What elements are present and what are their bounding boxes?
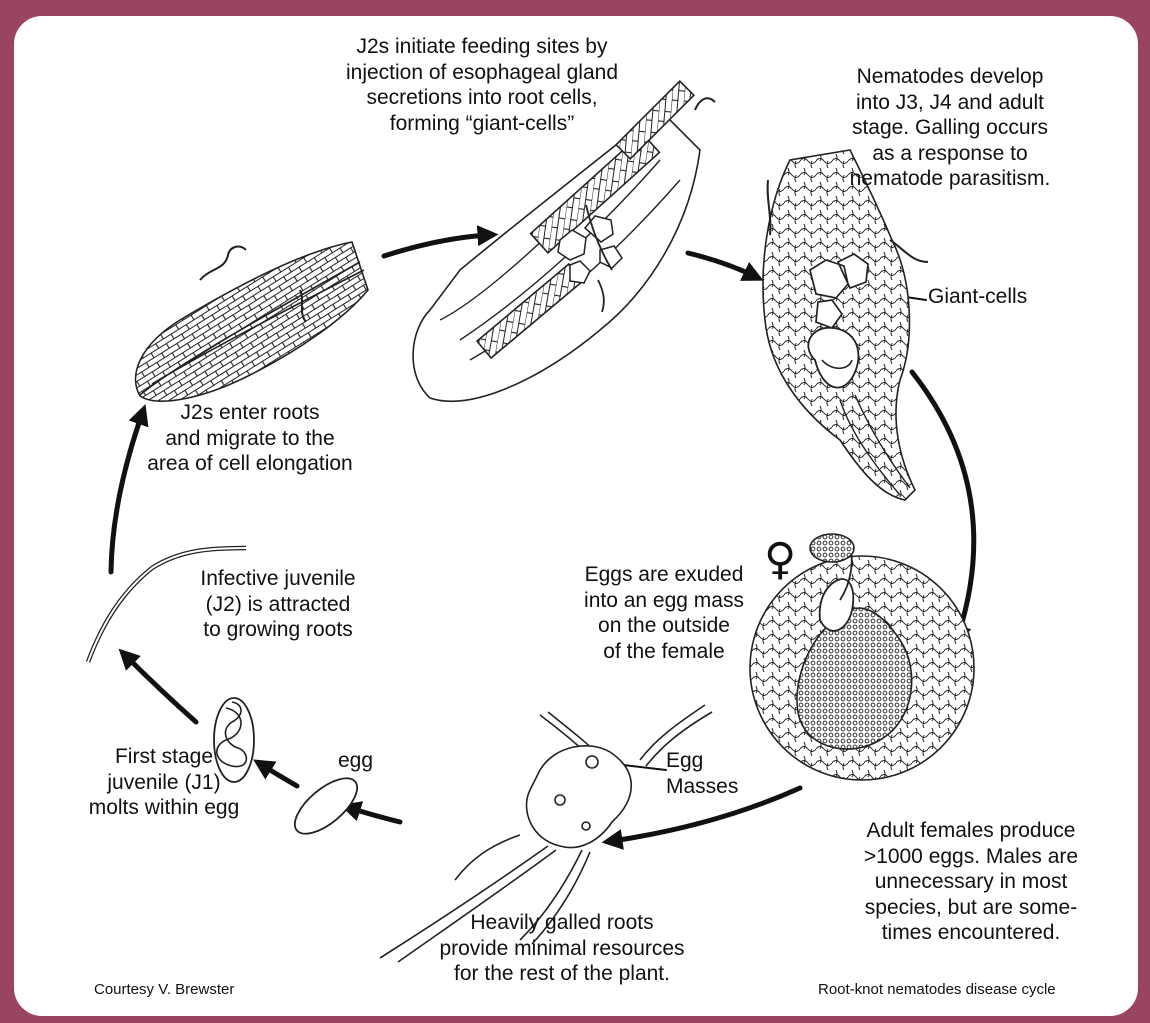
root-gall-giant-cells bbox=[763, 150, 928, 500]
diagram-title: Root-knot nematodes disease cycle bbox=[818, 981, 1056, 999]
arrow-j1-to-infective bbox=[126, 656, 196, 722]
label-egg-masses: Egg Masses bbox=[664, 748, 784, 799]
label-feeding-sites: J2s initiate feeding sites by injection … bbox=[332, 34, 632, 136]
label-j2s-enter-roots: J2s enter roots and migrate to the area … bbox=[120, 400, 380, 477]
arrow-egg-to-j1 bbox=[262, 765, 297, 786]
egg-illustration bbox=[286, 769, 366, 844]
label-eggs-exuded: Eggs are exuded into an egg mass on the … bbox=[566, 562, 762, 664]
credit-text: Courtesy V. Brewster bbox=[94, 981, 234, 999]
label-infective-juvenile: Infective juvenile (J2) is attracted to … bbox=[178, 566, 378, 643]
label-develop-stages: Nematodes develop into J3, J4 and adult … bbox=[830, 64, 1070, 192]
female-symbol: ♀ bbox=[764, 538, 796, 582]
arrow-feeding-to-develop bbox=[688, 253, 754, 276]
label-galled-roots: Heavily galled roots provide minimal res… bbox=[412, 910, 712, 987]
arrow-enter-to-feeding bbox=[384, 235, 488, 256]
label-giant-cells: Giant-cells bbox=[928, 284, 1027, 310]
label-adult-females: Adult females produce >1000 eggs. Males … bbox=[826, 818, 1116, 946]
arrow-galled-to-egg bbox=[350, 808, 400, 822]
label-first-stage-juvenile: First stage juvenile (J1) molts within e… bbox=[72, 744, 256, 821]
label-egg: egg bbox=[338, 748, 373, 774]
root-tip-entering bbox=[136, 242, 368, 401]
